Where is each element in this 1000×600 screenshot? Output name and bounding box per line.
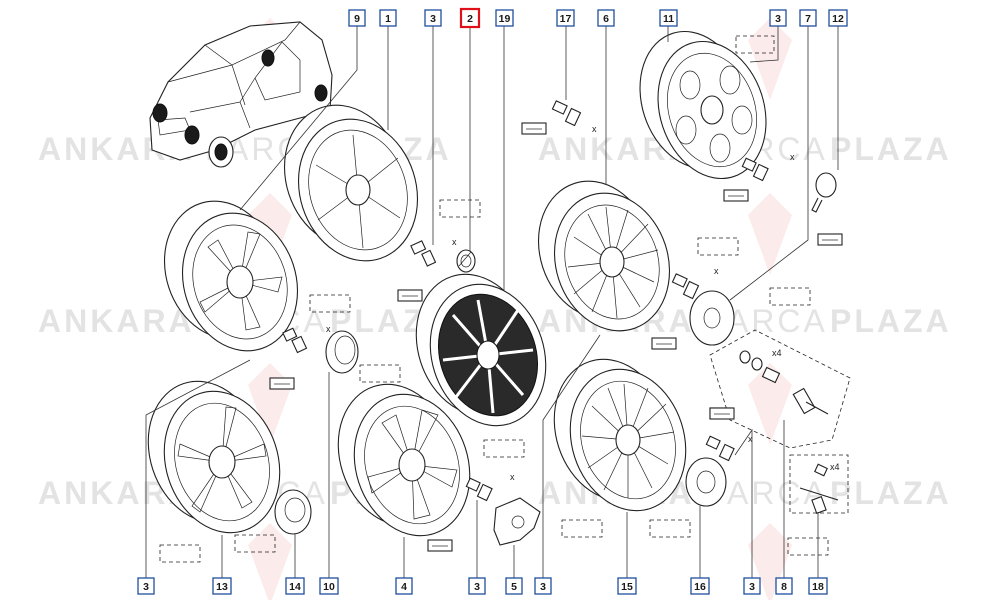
callout-label: 1 (385, 13, 391, 25)
callout-label: 15 (621, 581, 633, 593)
callout-15[interactable]: 15 (617, 577, 637, 595)
callout-label: 7 (805, 13, 811, 25)
wheel-rim-1[interactable] (267, 90, 436, 277)
wheel-rim-6[interactable] (521, 166, 687, 346)
callout-label: 12 (832, 13, 844, 25)
qty-mark: x (714, 266, 719, 276)
callout-label: 11 (663, 13, 674, 25)
qty-mark: x (790, 152, 795, 162)
callout-6[interactable]: 6 (597, 9, 615, 27)
callout-label: 9 (354, 13, 360, 25)
anti-theft-kit-18[interactable] (799, 463, 839, 514)
callout-label: 3 (474, 581, 480, 593)
anti-theft-kit-8[interactable] (739, 350, 829, 415)
callout-11[interactable]: 11 (659, 9, 678, 27)
callout-label: 5 (511, 581, 517, 593)
callout-3[interactable]: 3 (769, 9, 787, 27)
callout-4[interactable]: 4 (395, 577, 413, 595)
wheel-marker-icon (184, 125, 200, 145)
wheel-bolt-17[interactable] (551, 100, 582, 127)
qty-mark: x (748, 434, 753, 444)
callout-label: 17 (560, 13, 572, 25)
callout-5[interactable]: 5 (505, 577, 523, 595)
callout-label: 6 (603, 13, 609, 25)
wheel-bolt[interactable] (671, 273, 700, 300)
callout-2[interactable]: 2 (459, 7, 481, 29)
callout-13[interactable]: 13 (212, 577, 232, 595)
wheel-rim-4[interactable] (320, 369, 487, 551)
wheel-nut-2[interactable] (456, 249, 476, 273)
wheel-rim-11[interactable] (623, 17, 783, 192)
watermark-text: PLAZA (830, 475, 952, 511)
callout-label: 13 (216, 581, 228, 593)
watermark-text: ANKARA (38, 303, 195, 339)
reference-boxes (159, 35, 851, 563)
qty-mark: x (452, 237, 457, 247)
callout-9[interactable]: 9 (348, 9, 366, 27)
quantity-marks: x x x x x x x x4 x4 (326, 124, 840, 482)
callout-12[interactable]: 12 (828, 9, 848, 27)
callout-14[interactable]: 14 (285, 577, 305, 595)
wheel-rim-19[interactable] (398, 259, 563, 441)
callout-label: 3 (540, 581, 546, 593)
callout-7[interactable]: 7 (799, 9, 817, 27)
callout-3[interactable]: 3 (468, 577, 486, 595)
callout-label: 3 (749, 581, 755, 593)
callouts: 9 1 3 2 19 17 6 11 3 7 12 3 13 14 10 4 3… (137, 7, 848, 595)
callout-1[interactable]: 1 (379, 9, 397, 27)
car-illustration (149, 21, 333, 168)
center-cap-14[interactable] (274, 489, 312, 535)
callout-19[interactable]: 19 (495, 9, 514, 27)
callout-label: 4 (401, 581, 407, 593)
qty-mark: x4 (830, 462, 840, 472)
callout-3[interactable]: 3 (137, 577, 155, 595)
wheel-bolt[interactable] (741, 157, 769, 182)
callout-label: 3 (430, 13, 436, 25)
wheel-marker-icon (261, 49, 275, 67)
wrench-tool-5[interactable] (493, 497, 541, 546)
center-cap-10[interactable] (325, 330, 359, 374)
qty-mark: x (510, 472, 515, 482)
callout-label: 14 (289, 581, 301, 593)
callout-label: 18 (812, 581, 824, 593)
callout-16[interactable]: 16 (690, 577, 710, 595)
callout-10[interactable]: 10 (319, 577, 339, 595)
callout-17[interactable]: 17 (556, 9, 575, 27)
callout-3[interactable]: 3 (424, 9, 442, 27)
callout-label: 8 (781, 581, 787, 593)
wheel-bolt[interactable] (465, 477, 493, 502)
leader-lines (145, 26, 839, 578)
callout-3[interactable]: 3 (743, 577, 761, 595)
qty-mark: x (592, 124, 597, 134)
wheel-marker-icon (152, 103, 168, 123)
wheel-marker-icon (314, 84, 328, 102)
small-parts (274, 100, 839, 546)
watermark-text: PLAZA (830, 303, 952, 339)
wheel-bolt[interactable] (282, 327, 308, 354)
callout-label: 2 (467, 13, 473, 25)
wheel-bolt[interactable] (705, 435, 735, 462)
tire-valve-12[interactable] (811, 172, 837, 213)
callout-3[interactable]: 3 (534, 577, 552, 595)
callout-label: 3 (775, 13, 781, 25)
hub-cap-16[interactable] (685, 457, 727, 507)
callout-label: 16 (694, 581, 706, 593)
wheel-rim-15[interactable] (536, 344, 703, 526)
callout-8[interactable]: 8 (775, 577, 793, 595)
qty-mark: x (326, 324, 331, 334)
callout-label: 3 (143, 581, 149, 593)
watermark-text: PLAZA (830, 131, 952, 167)
callout-label: 10 (323, 581, 335, 593)
wheel-rim-13[interactable] (130, 366, 297, 548)
wheel-bolt[interactable] (410, 240, 437, 267)
callout-18[interactable]: 18 (808, 577, 828, 595)
hub-cap-7[interactable] (689, 290, 735, 346)
wheel-rim-9[interactable] (147, 186, 315, 366)
callout-label: 19 (499, 13, 511, 25)
qty-mark: x4 (772, 348, 782, 358)
label-boxes (269, 122, 843, 552)
